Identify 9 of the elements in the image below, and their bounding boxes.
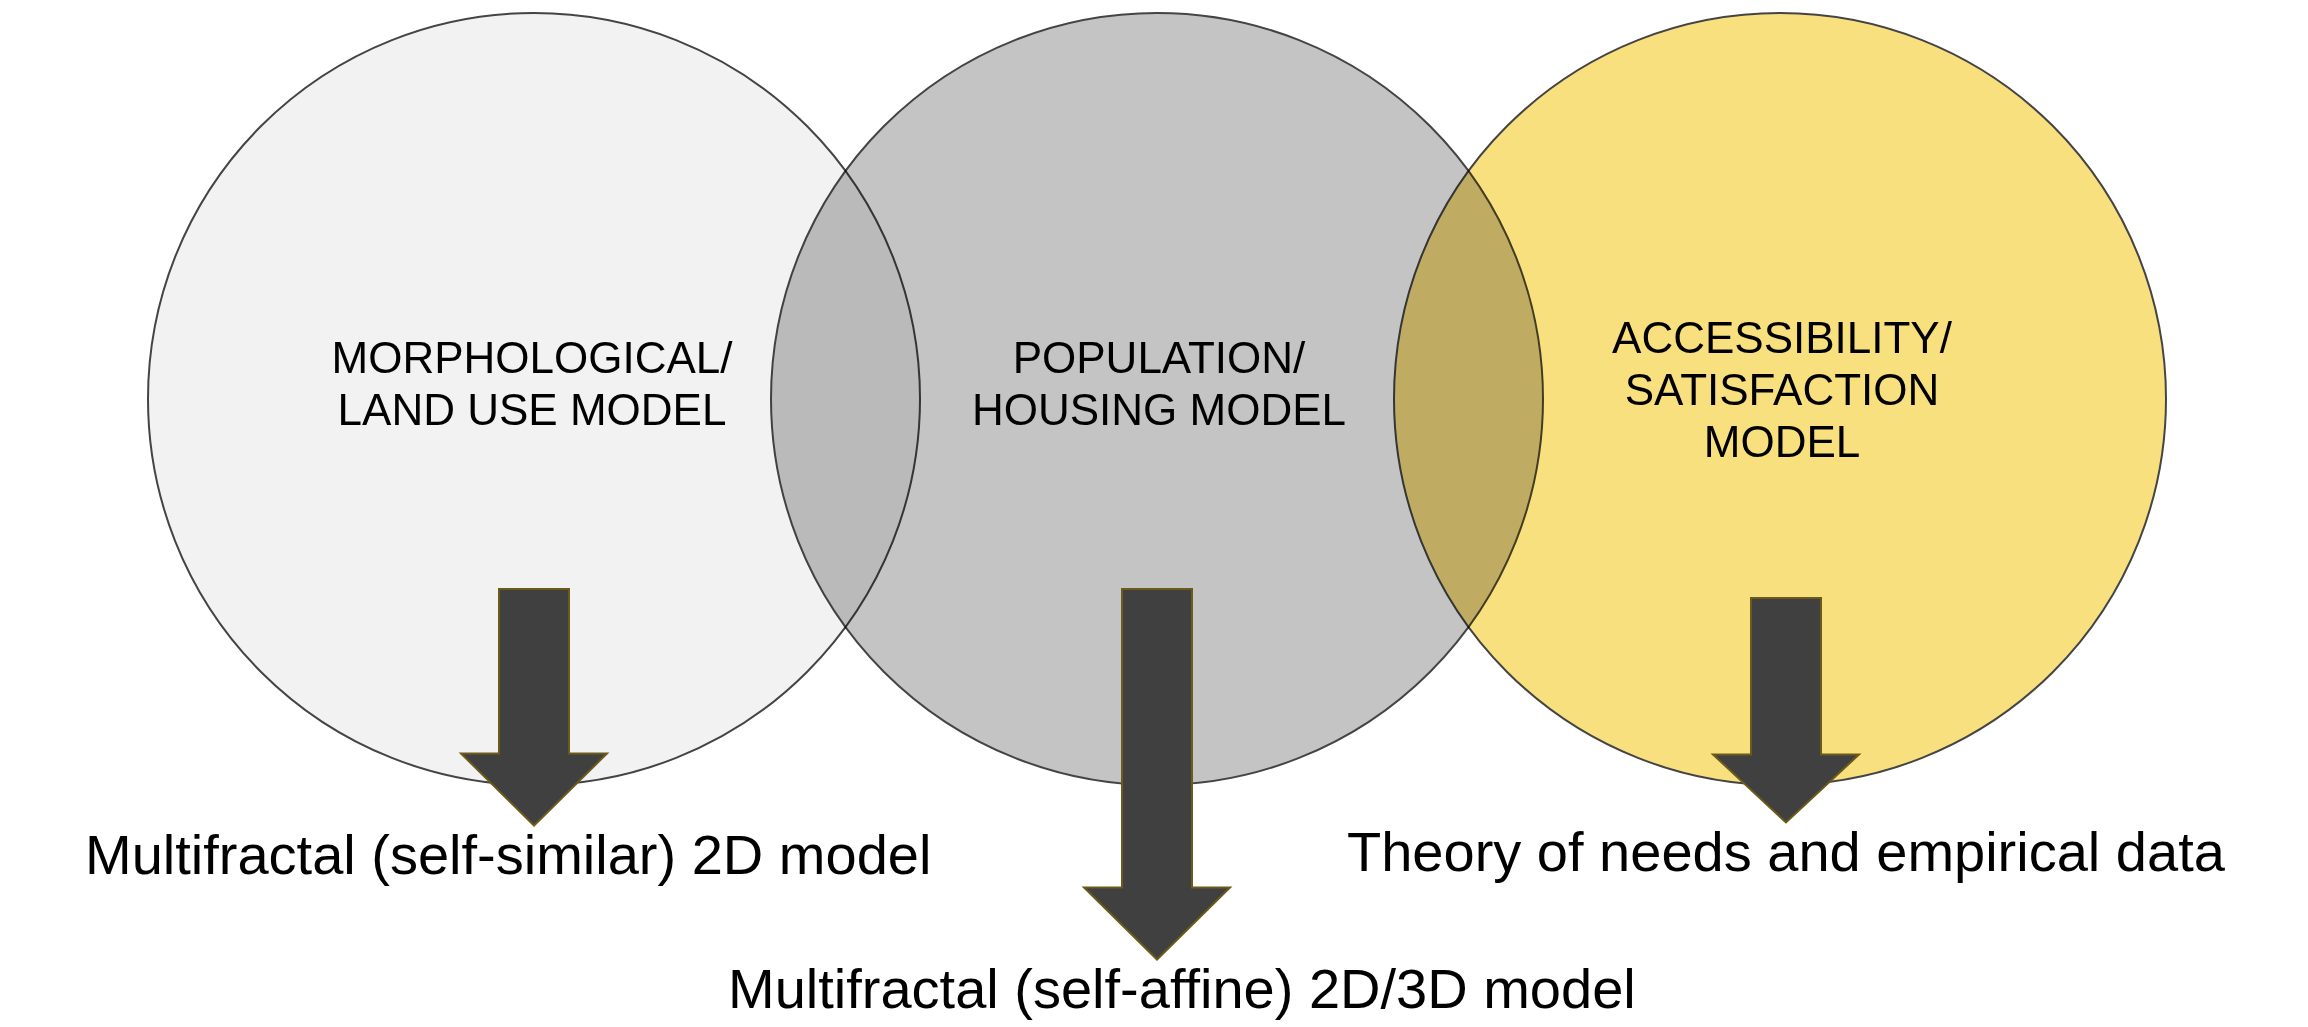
outcome-label: Multifractal (self-similar) 2D model	[85, 821, 932, 887]
model-label: MORPHOLOGICAL/ LAND USE MODEL	[330, 332, 734, 436]
outcome-label: Theory of needs and empirical data	[1347, 818, 2225, 884]
outcome-label: Multifractal (self-affine) 2D/3D model	[728, 955, 1636, 1021]
block-arrow	[1081, 588, 1233, 961]
block-arrow	[1710, 597, 1862, 824]
block-arrow	[458, 588, 610, 827]
model-label: POPULATION/ HOUSING MODEL	[970, 332, 1347, 436]
model-label: ACCESSIBILITY/ SATISFACTION MODEL	[1611, 312, 1953, 468]
